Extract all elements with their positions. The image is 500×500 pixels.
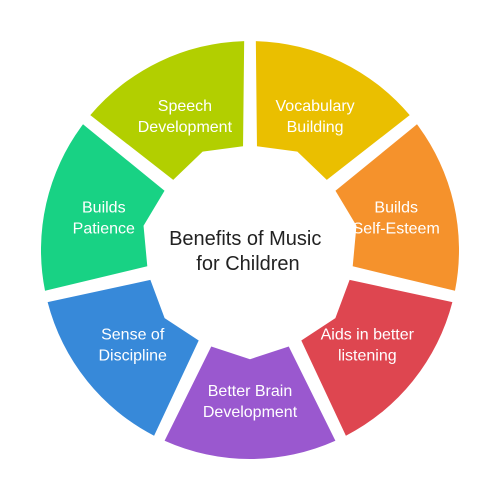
segment-label-2-line-1: Builds bbox=[374, 200, 418, 217]
segment-4 bbox=[164, 346, 336, 459]
segment-label-1-line-1: Vocabulary bbox=[276, 98, 355, 115]
segments-group bbox=[40, 41, 460, 459]
segment-label-1-line-2: Building bbox=[287, 119, 344, 136]
segment-5 bbox=[47, 279, 199, 436]
segment-label-5-line-1: Sense of bbox=[101, 327, 165, 344]
center-title-line-2: for Children bbox=[196, 253, 299, 275]
segment-label-4-line-1: Better Brain bbox=[208, 383, 292, 400]
segment-label-3: Aids in better listening bbox=[321, 327, 415, 365]
segment-2 bbox=[335, 124, 460, 291]
center-title: Benefits of Music for Children bbox=[169, 228, 327, 275]
segment-6 bbox=[40, 124, 165, 291]
segment-label-3-line-1: Aids in better bbox=[321, 327, 415, 344]
segment-label-3-line-2: listening bbox=[338, 348, 397, 365]
segment-1 bbox=[255, 41, 410, 180]
segment-label-4-line-2: Development bbox=[203, 404, 298, 421]
segment-label-6-line-2: Patience bbox=[73, 221, 135, 238]
segment-label-6-line-1: Builds bbox=[82, 200, 126, 217]
segment-label-7-line-1: Speech bbox=[158, 98, 212, 115]
segment-7 bbox=[90, 41, 245, 180]
center-title-line-1: Benefits of Music bbox=[169, 228, 321, 250]
segment-3 bbox=[301, 279, 453, 436]
segment-label-7-line-2: Development bbox=[138, 119, 233, 136]
segment-label-2-line-2: Self-Esteem bbox=[353, 221, 440, 238]
segment-label-5-line-2: Discipline bbox=[98, 348, 167, 365]
segment-label-5: Sense of Discipline bbox=[98, 327, 167, 365]
